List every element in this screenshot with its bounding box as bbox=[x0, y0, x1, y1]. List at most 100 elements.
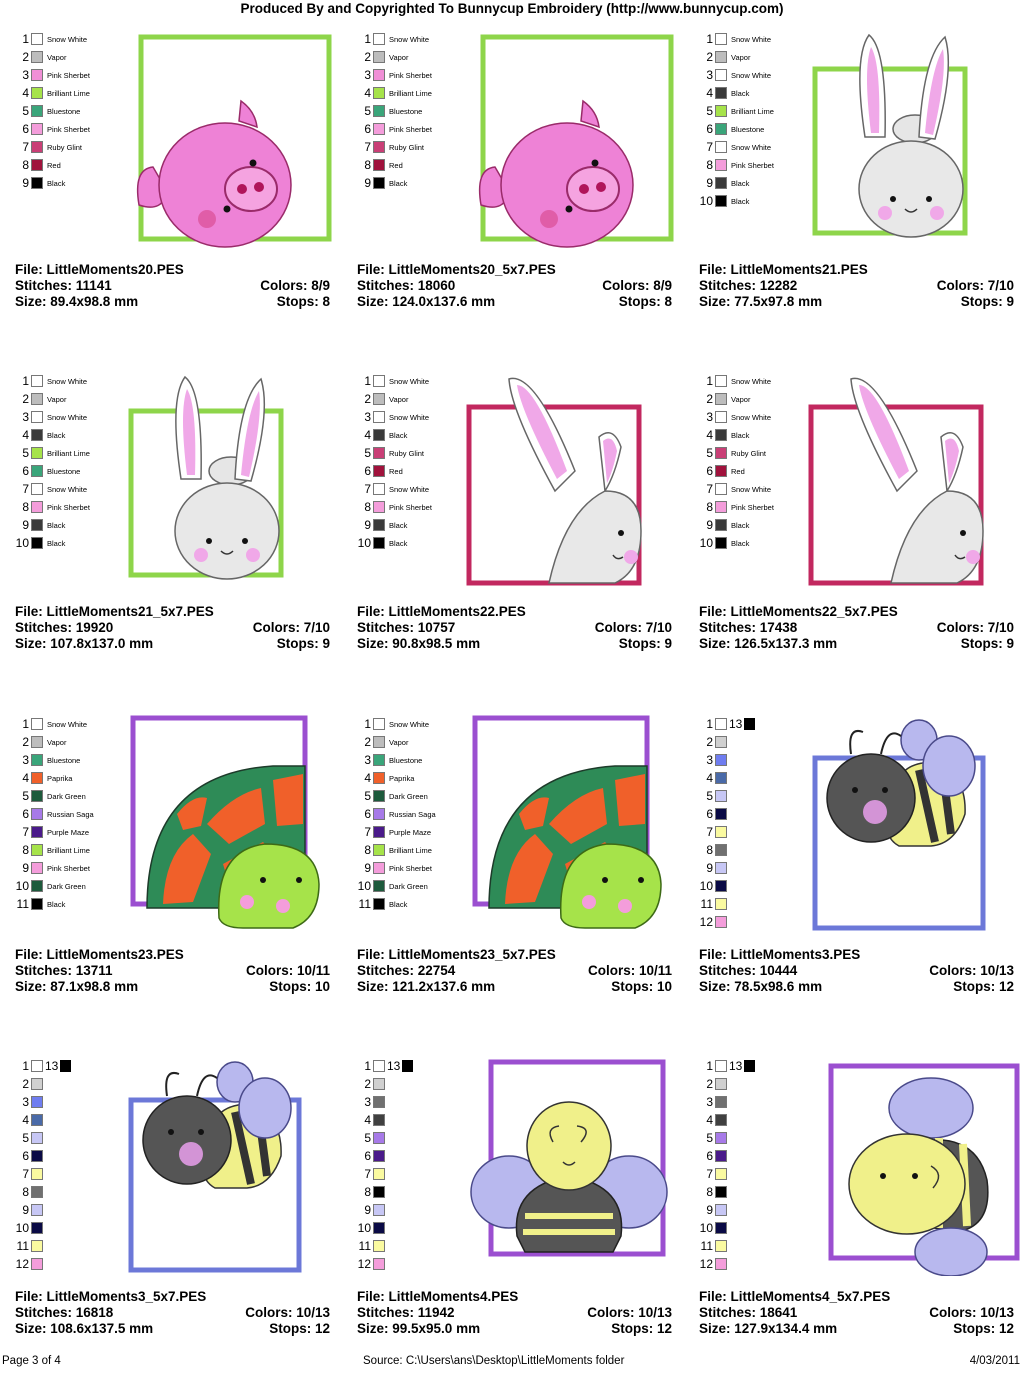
thread-number: 5 bbox=[706, 789, 713, 803]
thread-swatch bbox=[31, 754, 43, 766]
file-name: File: LittleMoments3_5x7.PES bbox=[15, 1289, 207, 1304]
stop-count: Stops: 12 bbox=[953, 1321, 1014, 1336]
thread-name: Brilliant Lime bbox=[47, 846, 90, 855]
thread-swatch bbox=[31, 1222, 43, 1234]
thread-name: Bluestone bbox=[389, 756, 423, 765]
stop-count: Stops: 10 bbox=[269, 979, 330, 994]
thread-number: 10 bbox=[357, 879, 371, 893]
thread-name: Black bbox=[47, 900, 66, 909]
thread-number: 3 bbox=[364, 753, 371, 767]
thread-number: 8 bbox=[22, 843, 29, 857]
stitch-count: Stitches: 11942 bbox=[357, 1305, 455, 1320]
thread-number: 2 bbox=[22, 392, 29, 406]
thread-name: Russian Saga bbox=[389, 810, 436, 819]
thread-number: 6 bbox=[22, 1149, 29, 1163]
thread-swatch bbox=[31, 501, 43, 513]
design-art bbox=[812, 719, 986, 931]
thread-swatch bbox=[373, 880, 385, 892]
file-name: File: LittleMoments21.PES bbox=[699, 262, 868, 277]
thread-color-item: 7 bbox=[357, 1164, 467, 1182]
thread-swatch bbox=[31, 465, 43, 477]
thread-name: Pink Sherbet bbox=[389, 71, 432, 80]
thread-name: Pink Sherbet bbox=[47, 71, 90, 80]
thread-number: 1 bbox=[706, 32, 713, 46]
thread-swatch bbox=[373, 87, 385, 99]
thread-number: 3 bbox=[22, 1095, 29, 1109]
thread-name: Snow White bbox=[389, 413, 430, 422]
thread-number: 11 bbox=[700, 1239, 713, 1253]
thread-name: Black bbox=[731, 431, 750, 440]
embroidery-design-preview bbox=[123, 1056, 343, 1276]
thread-number: 9 bbox=[22, 1203, 29, 1217]
thread-number: 9 bbox=[364, 518, 371, 532]
thread-number: 11 bbox=[358, 897, 371, 911]
thread-swatch bbox=[373, 844, 385, 856]
thread-number: 5 bbox=[364, 104, 371, 118]
thread-swatch bbox=[31, 393, 43, 405]
thread-color-item: 4 bbox=[699, 1110, 809, 1128]
thread-swatch bbox=[373, 772, 385, 784]
thread-number: 11 bbox=[16, 1239, 29, 1253]
thread-swatch bbox=[715, 501, 727, 513]
thread-swatch bbox=[31, 375, 43, 387]
color-count: Colors: 10/13 bbox=[587, 1305, 672, 1320]
thread-number: 3 bbox=[22, 410, 29, 424]
thread-name: Dark Green bbox=[389, 882, 428, 891]
thread-swatch bbox=[373, 1150, 385, 1162]
thread-color-item: 10 bbox=[357, 1218, 467, 1236]
thread-number: 2 bbox=[364, 1077, 371, 1091]
stitch-count: Stitches: 10444 bbox=[699, 963, 798, 978]
thread-swatch bbox=[31, 826, 43, 838]
thread-swatch bbox=[31, 1114, 43, 1126]
thread-number: 6 bbox=[364, 122, 371, 136]
thread-number: 8 bbox=[706, 158, 713, 172]
thread-swatch bbox=[715, 826, 727, 838]
thread-swatch bbox=[373, 1078, 385, 1090]
thread-number: 2 bbox=[22, 735, 29, 749]
page-number: Page 3 of 4 bbox=[2, 1355, 61, 1367]
thread-number: 12 bbox=[699, 1257, 713, 1271]
color-count: Colors: 10/13 bbox=[245, 1305, 330, 1320]
thread-name: Vapor bbox=[731, 53, 751, 62]
thread-name: Snow White bbox=[47, 377, 88, 386]
thread-swatch bbox=[715, 177, 727, 189]
thread-color-item: 8 bbox=[357, 1182, 467, 1200]
thread-number: 10 bbox=[15, 1221, 29, 1235]
stitch-count: Stitches: 18060 bbox=[357, 278, 456, 293]
thread-swatch bbox=[31, 880, 43, 892]
thread-name: Black bbox=[47, 179, 66, 188]
thread-number: 6 bbox=[706, 807, 713, 821]
thread-swatch bbox=[715, 447, 727, 459]
thread-number: 8 bbox=[364, 843, 371, 857]
thread-color-item: 8 bbox=[15, 1182, 125, 1200]
thread-name: Black bbox=[731, 197, 750, 206]
thread-swatch bbox=[715, 1222, 727, 1234]
thread-number: 2 bbox=[706, 735, 713, 749]
thread-number: 2 bbox=[22, 50, 29, 64]
thread-number: 4 bbox=[22, 1113, 29, 1127]
thread-number: 1 bbox=[706, 1059, 713, 1073]
thread-swatch bbox=[31, 736, 43, 748]
thread-swatch bbox=[373, 519, 385, 531]
